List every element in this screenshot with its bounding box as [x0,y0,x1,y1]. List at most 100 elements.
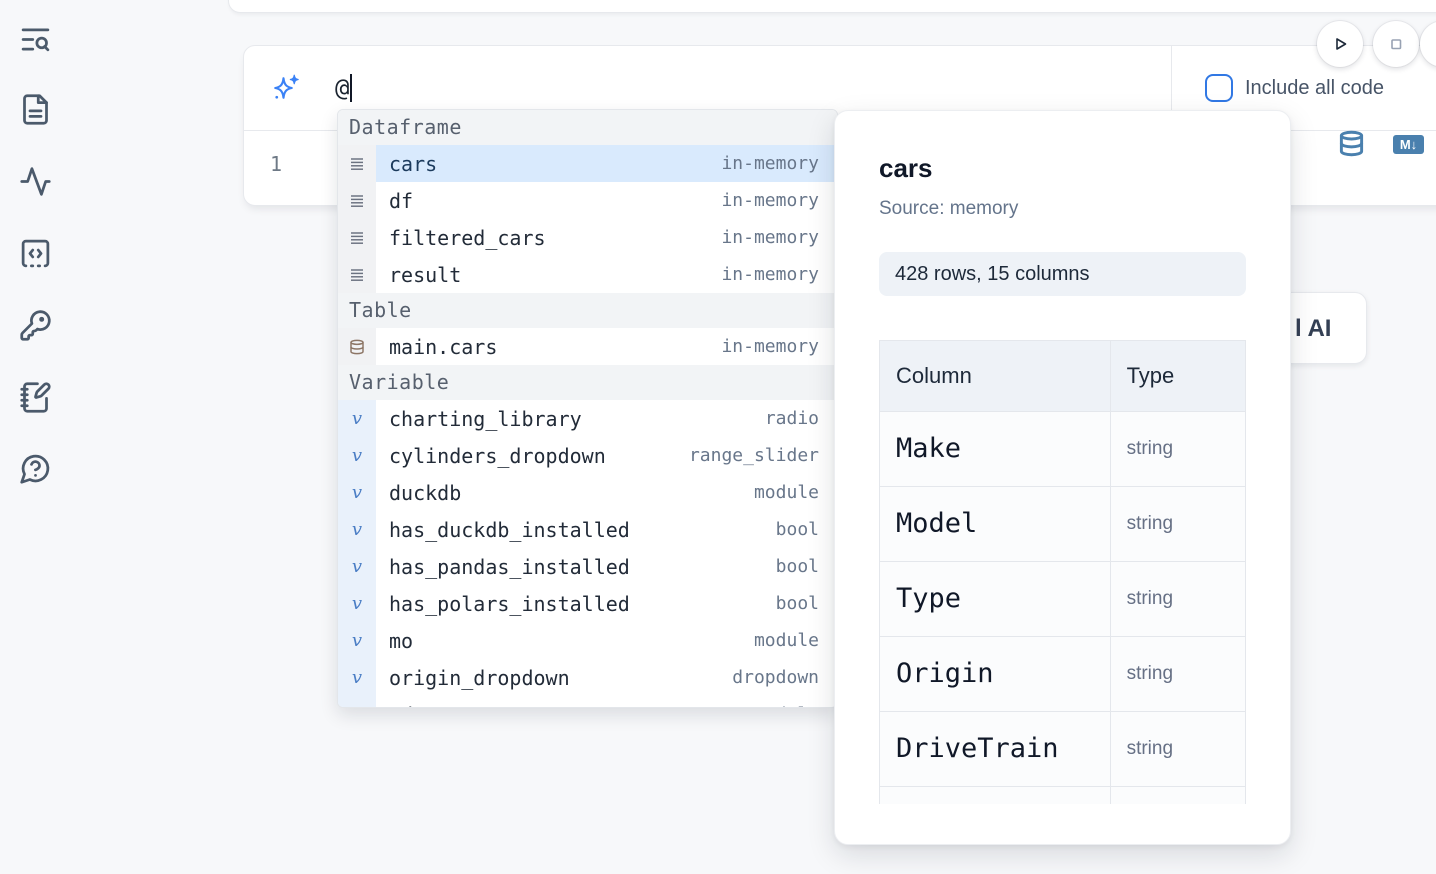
schema-column-type: string [1109,711,1246,787]
variable-icon: v [338,511,376,548]
rows-icon [338,219,376,256]
completion-item-label: cars [389,151,438,176]
database-icon [338,328,376,365]
completion-section-header: Dataframe [338,110,837,145]
snippets-code-icon[interactable] [19,237,52,270]
variable-icon: v [338,659,376,696]
completion-item[interactable]: v has_pandas_installed bool [338,548,837,585]
completion-item-label: has_polars_installed [389,591,630,616]
prompt-value: @ [335,74,353,102]
completion-item-label: has_duckdb_installed [389,517,630,542]
completion-item-label: mo [389,628,414,653]
schema-column-type: string [1109,561,1246,637]
completion-item-body: has_duckdb_installed bool [376,511,837,548]
completion-item-body: df in-memory [376,182,837,219]
completion-item-detail: radio [764,408,819,429]
stop-button[interactable] [1373,21,1419,67]
dataframe-preview-popover: cars Source: memory 428 rows, 15 columns… [834,110,1291,845]
completion-item-body: pdmodule [376,696,837,708]
completion-item-detail: module [753,630,819,651]
schema-column-name: Make [879,411,1111,487]
completion-item-body: mo module [376,622,837,659]
schema-column-type [1109,786,1246,804]
ai-prompt-input[interactable]: @ [244,46,1171,130]
completion-item[interactable]: v has_polars_installed bool [338,585,837,622]
completion-item-body: cylinders_dropdown range_slider [376,437,837,474]
variable-icon: v [338,548,376,585]
include-all-code-checkbox[interactable] [1205,74,1233,102]
database-icon[interactable] [1338,130,1365,157]
file-text-icon[interactable] [19,93,52,126]
sidebar [0,0,70,874]
schema-col-header: Type [1109,340,1246,412]
variable-icon: v [338,437,376,474]
completion-item-label: cylinders_dropdown [389,443,606,468]
completion-item-label: pd [389,703,413,708]
preview-title: cars [879,153,933,183]
completion-item-detail: dropdown [732,667,819,688]
completion-item-detail: bool [775,556,819,577]
help-chat-icon[interactable] [19,452,52,485]
run-cell-button[interactable] [1317,21,1363,67]
completion-item-detail: bool [775,593,819,614]
completion-item[interactable]: v cylinders_dropdown range_slider [338,437,837,474]
completion-item-label: df [389,188,414,213]
schema-column-type: string [1109,486,1246,562]
code-editor[interactable]: 1 [244,132,1436,205]
completion-item-detail: in-memory [721,336,819,357]
extra-action-button[interactable] [1420,21,1436,67]
sparkles-icon [271,73,301,103]
completion-item-detail: bool [775,519,819,540]
completion-item-label: has_pandas_installed [389,554,630,579]
variable-icon: v [338,585,376,622]
text-caret [350,74,353,102]
completion-item[interactable]: df in-memory [338,182,837,219]
text-search-icon[interactable] [19,23,52,56]
completion-item-detail: in-memory [721,264,819,285]
completion-item-label: filtered_cars [389,225,546,250]
key-icon[interactable] [19,309,52,342]
rows-icon [338,182,376,219]
schema-column-name [879,786,1111,804]
completion-item[interactable]: v has_duckdb_installed bool [338,511,837,548]
completion-item[interactable]: vpdmodule [338,696,837,708]
schema-column-name: DriveTrain [879,711,1111,787]
completion-section-header: Variable [338,365,837,400]
markdown-icon[interactable]: M↓ [1393,135,1424,154]
completion-item-detail: module [753,482,819,503]
variable-icon: v [338,474,376,511]
completion-section-header: Table [338,293,837,328]
completion-item[interactable]: v origin_dropdown dropdown [338,659,837,696]
completion-item-label: origin_dropdown [389,665,570,690]
completion-item-body: has_pandas_installed bool [376,548,837,585]
completion-item-detail: in-memory [721,190,819,211]
schema-column-type: string [1109,636,1246,712]
activity-icon[interactable] [19,165,52,198]
shape-badge: 428 rows, 15 columns [879,252,1246,296]
notebook-pen-icon[interactable] [19,381,52,414]
preview-source: Source: memory [879,198,1019,219]
ai-card-label: l AI [1295,315,1332,342]
completion-item-detail: range_slider [688,445,819,466]
prompt-options: Include all code [1171,46,1436,130]
schema-row [879,786,1246,804]
